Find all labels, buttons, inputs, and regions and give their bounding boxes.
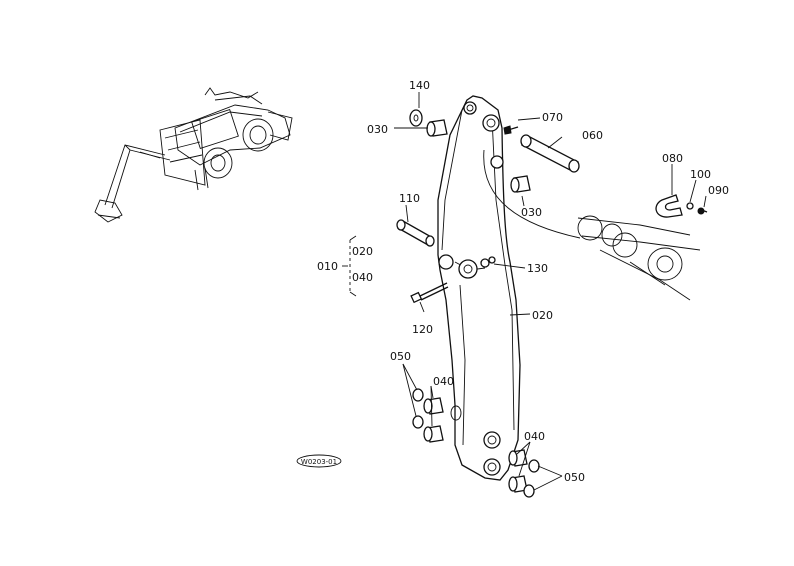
callout-labels: 140 030 070 060 080 100 090 030 110 020 … [317, 79, 729, 484]
pin-110 [396, 219, 435, 247]
callout-120: 120 [412, 323, 433, 336]
callout-100: 100 [690, 168, 711, 181]
leader-lines [342, 92, 707, 491]
callout-110: 110 [399, 192, 420, 205]
bolt-120 [410, 282, 449, 304]
callout-050-left: 050 [390, 350, 411, 363]
callout-040-group: 040 [352, 271, 373, 284]
callout-090: 090 [708, 184, 729, 197]
bolt-070 [503, 125, 519, 135]
callout-040-left: 040 [433, 375, 454, 388]
bushing-030-top [426, 119, 448, 137]
callout-040-right: 040 [524, 430, 545, 443]
callout-030-mid: 030 [521, 206, 542, 219]
drawing-code-stamp: W0203-01 [296, 454, 342, 468]
callout-140: 140 [409, 79, 430, 92]
callout-070: 070 [542, 111, 563, 124]
callout-060: 060 [582, 129, 603, 142]
clip-080 [655, 194, 708, 218]
callout-030-top: 030 [367, 123, 388, 136]
callout-010: 010 [317, 260, 338, 273]
bushings-left-lower [412, 388, 444, 443]
hydraulic-hose [483, 149, 581, 239]
callout-050-right: 050 [564, 471, 585, 484]
drawing-code: W0203-01 [301, 458, 337, 466]
callout-130: 130 [527, 262, 548, 275]
pin-060 [520, 134, 580, 173]
nut-130 [480, 256, 496, 268]
bushings-right-lower [508, 449, 540, 498]
callout-080: 080 [662, 152, 683, 165]
bushing-030-mid [510, 175, 531, 193]
callout-020: 020 [532, 309, 553, 322]
callout-020-group: 020 [352, 245, 373, 258]
boom-arm [437, 95, 521, 481]
washer-140 [409, 109, 423, 127]
tractor-backhoe-thumbnail [94, 87, 293, 223]
cylinder-attachment [577, 215, 701, 301]
